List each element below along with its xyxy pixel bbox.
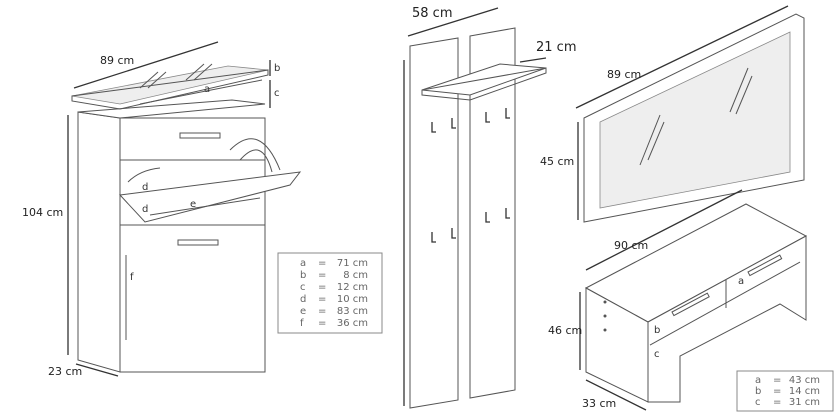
legend-text: b bbox=[300, 270, 306, 281]
legend-text: 10 cm bbox=[337, 294, 368, 305]
rack-panel-right bbox=[469, 27, 516, 399]
legend-text: 8 cm bbox=[343, 270, 368, 281]
bench-height-label: 46 cm bbox=[548, 324, 582, 337]
mirror-width-label: 89 cm bbox=[607, 68, 641, 81]
mirror-glass bbox=[599, 31, 791, 209]
cabinet-width-label: 89 cm bbox=[100, 54, 134, 67]
cabinet-depth-label: 23 cm bbox=[48, 365, 82, 378]
legend-text: 43 cm bbox=[789, 375, 820, 386]
legend-text: = bbox=[318, 318, 326, 329]
bench-depth-label: 33 cm bbox=[582, 397, 616, 410]
bench-legend: a = 43 cm b = 14 cm c = 31 cm bbox=[736, 370, 834, 412]
marker-e: e bbox=[190, 199, 196, 210]
marker-d-2: d bbox=[142, 204, 148, 215]
marker-b: b bbox=[654, 325, 660, 336]
rack-panel-left bbox=[409, 37, 459, 409]
cabinet-side-panel bbox=[77, 111, 121, 373]
rack-width-label: 58 cm bbox=[412, 6, 453, 21]
legend-text: = bbox=[773, 386, 781, 397]
marker-c: c bbox=[274, 88, 280, 99]
legend-text: a bbox=[300, 258, 306, 269]
legend-text: = bbox=[318, 306, 326, 317]
marker-f: f bbox=[130, 272, 134, 283]
legend-text: = bbox=[318, 270, 326, 281]
legend-text: e bbox=[300, 306, 306, 317]
legend-text: = bbox=[318, 294, 326, 305]
cabinet-height-label: 104 cm bbox=[22, 206, 63, 219]
legend-text: 12 cm bbox=[337, 282, 368, 293]
wall-mirror: 89 cm 45 cm bbox=[540, 5, 805, 223]
coat-hooks bbox=[431, 108, 510, 243]
legend-text: b bbox=[755, 386, 761, 397]
legend-text: = bbox=[773, 375, 781, 386]
mirror-height-label: 45 cm bbox=[540, 155, 574, 168]
legend-text: 14 cm bbox=[789, 386, 820, 397]
legend-text: 83 cm bbox=[337, 306, 368, 317]
legend-text: d bbox=[300, 294, 306, 305]
bench-front bbox=[647, 235, 807, 403]
bench-width-label: 90 cm bbox=[614, 239, 648, 252]
top-drawer bbox=[119, 117, 266, 161]
legend-text: c bbox=[300, 282, 306, 293]
legend-text: a bbox=[755, 375, 761, 386]
open-flap bbox=[118, 171, 302, 223]
flap-handle bbox=[177, 239, 219, 246]
cabinet-legend: a = 71 cm b = 8 cm c = 12 cm d = 10 cm e = 83 cm f… bbox=[277, 252, 383, 334]
coat-rack: 58 cm 21 cm bbox=[403, 6, 577, 409]
bench-drawer-handle-2 bbox=[747, 254, 783, 277]
legend-text: 71 cm bbox=[337, 258, 368, 269]
legend-text: f bbox=[300, 318, 304, 329]
legend-text: = bbox=[773, 397, 781, 408]
legend-text: 31 cm bbox=[789, 397, 820, 408]
legend-text: = bbox=[318, 282, 326, 293]
marker-b: b bbox=[274, 63, 280, 74]
cabinet-top bbox=[77, 99, 266, 119]
marker-a: a bbox=[738, 276, 744, 287]
bench: 90 cm 46 cm 33 cm a b c bbox=[548, 189, 808, 411]
shoe-cabinet: 89 cm 104 cm 23 cm b c a d d e f bbox=[22, 41, 302, 378]
legend-text: 36 cm bbox=[337, 318, 368, 329]
marker-a: a bbox=[204, 84, 210, 95]
bench-drawer-handle bbox=[671, 292, 710, 317]
lower-flap bbox=[119, 224, 266, 373]
legend-text: = bbox=[318, 258, 326, 269]
legend-text: c bbox=[755, 397, 761, 408]
marker-d: d bbox=[142, 182, 148, 193]
marker-c: c bbox=[654, 349, 660, 360]
shelf-depth-label: 21 cm bbox=[536, 40, 577, 55]
drawer-handle bbox=[179, 132, 221, 139]
